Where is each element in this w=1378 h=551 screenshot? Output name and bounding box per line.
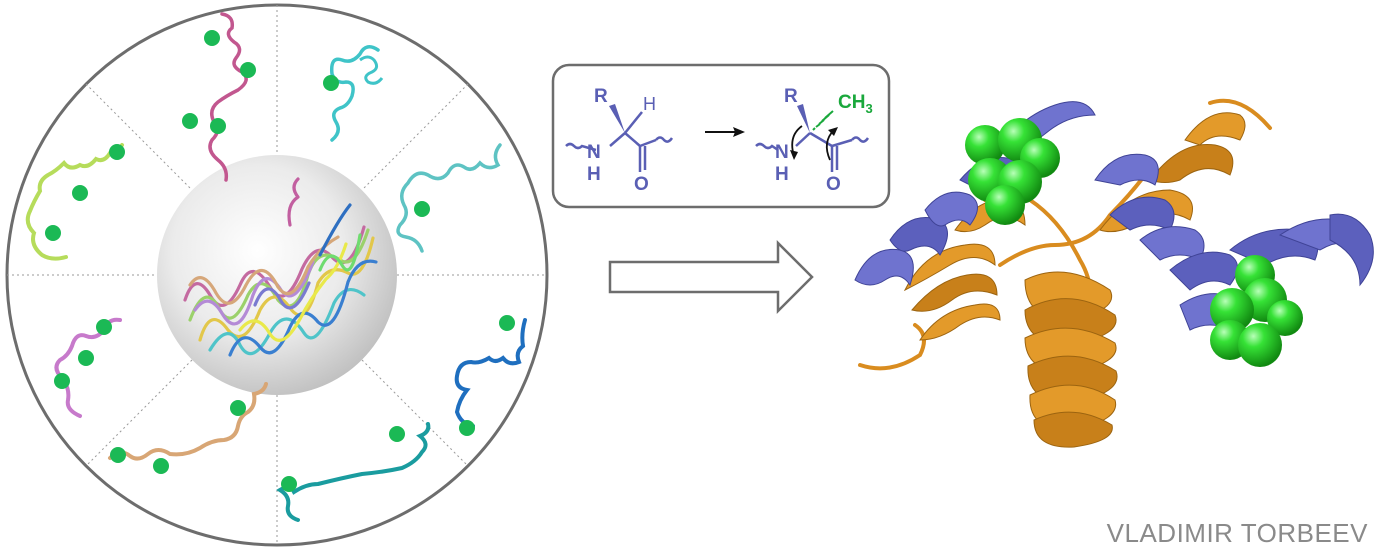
green-dot xyxy=(96,319,112,335)
green-dot xyxy=(240,62,256,78)
green-dot xyxy=(182,113,198,129)
methylation-reaction-scheme: R H N H O xyxy=(553,65,889,207)
green-dot xyxy=(230,400,246,416)
reactant-NH-H: H xyxy=(587,164,601,185)
orange-helix-center xyxy=(1025,272,1117,447)
reactant-O: O xyxy=(634,174,649,195)
folded-protein-ribbon xyxy=(855,101,1373,447)
green-dot xyxy=(389,426,405,442)
product-NH-H: H xyxy=(775,164,789,185)
reactant-H: H xyxy=(643,94,656,114)
green-dot xyxy=(153,458,169,474)
product-O: O xyxy=(826,174,841,195)
green-dot xyxy=(459,420,475,436)
reactant-N: N xyxy=(587,142,601,163)
product-R: R xyxy=(784,86,798,107)
green-dot xyxy=(72,185,88,201)
collapsed-globule-core xyxy=(157,155,397,395)
green-dot xyxy=(110,447,126,463)
reactant-R: R xyxy=(594,86,608,107)
green-dot xyxy=(78,350,94,366)
author-credit: VLADIMIR TORBEEV xyxy=(1107,518,1368,549)
product-N: N xyxy=(775,142,789,163)
green-dot xyxy=(45,225,61,241)
hollow-arrow-icon xyxy=(610,243,812,311)
green-dot xyxy=(54,373,70,389)
green-dot xyxy=(281,476,297,492)
green-dot xyxy=(204,30,220,46)
green-dot xyxy=(109,144,125,160)
green-dot xyxy=(414,201,430,217)
conformational-ensemble-wheel xyxy=(7,5,547,545)
green-dot xyxy=(210,118,226,134)
green-dot xyxy=(499,315,515,331)
green-dot xyxy=(323,75,339,91)
